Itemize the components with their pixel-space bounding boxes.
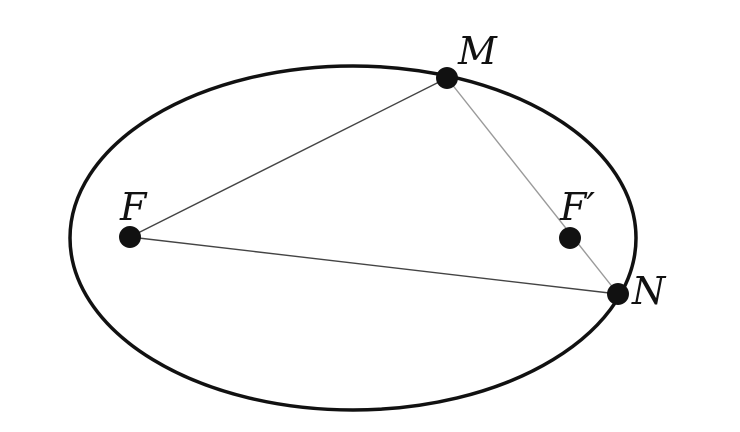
label-F-prime: F′ (559, 185, 595, 229)
point-F (119, 226, 141, 248)
label-M: M (457, 29, 498, 73)
label-N: N (631, 269, 667, 313)
point-M (436, 67, 458, 89)
point-N (607, 283, 629, 305)
ellipse-curve (68, 64, 638, 412)
segment-F-N (129, 236, 619, 295)
segment-M-N (446, 77, 619, 295)
segment-F-M (129, 77, 448, 238)
point-F-prime (559, 227, 581, 249)
label-F: F (119, 185, 148, 229)
